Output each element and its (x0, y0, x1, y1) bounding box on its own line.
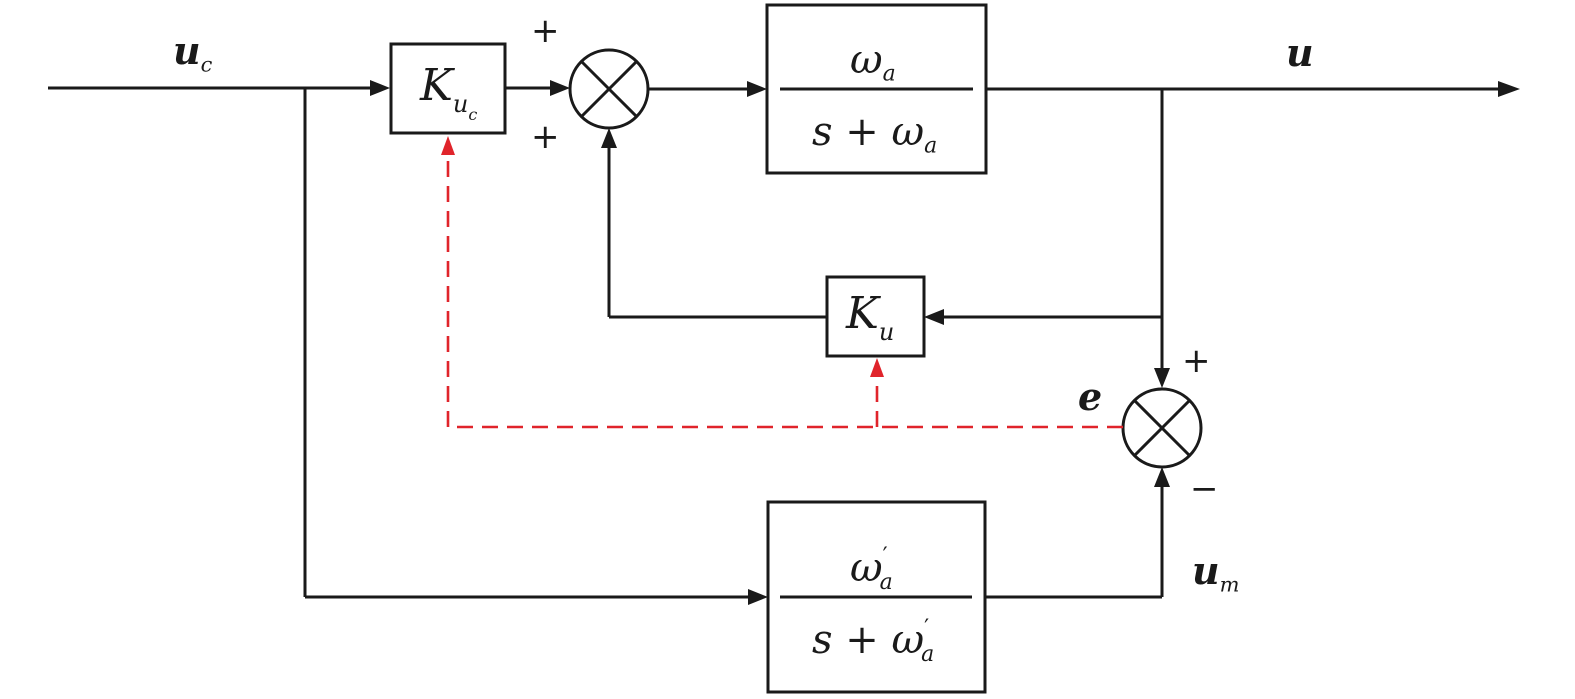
arrow-into-kuc (370, 80, 390, 96)
summing-junction-1 (568, 48, 650, 130)
arrow-into-sum2-bottom (1154, 467, 1170, 487)
sum2-bottom-sign: − (1190, 469, 1219, 509)
sum1-top-sign: + (531, 11, 560, 51)
arrow-into-plant (747, 81, 767, 97)
arrow-into-model (748, 589, 768, 605)
input-signal-label: uc (173, 28, 213, 77)
plant-denominator: s + ωa (812, 109, 938, 159)
summing-junction-2 (1121, 387, 1203, 469)
arrow-into-ku (924, 309, 944, 325)
arrow-adapt-kuc (441, 136, 455, 155)
feedback-gain-label: Ku (846, 288, 895, 346)
model-output-label: um (1192, 548, 1240, 597)
arrow-into-sum2-top (1154, 368, 1170, 388)
error-signal-label: e (1078, 374, 1103, 419)
feedforward-gain-label: Kuc (420, 60, 478, 124)
arrow-into-sum1 (550, 80, 570, 96)
feedback-gain-block (825, 275, 926, 358)
feedforward-gain-block (389, 42, 507, 135)
arrow-output (1498, 81, 1520, 97)
model-numerator: ω′a (850, 544, 893, 595)
sum2-top-sign: + (1182, 341, 1211, 381)
plant-numerator: ωa (850, 37, 896, 87)
arrow-into-sum1-bottom (601, 128, 617, 148)
output-signal-label: u (1286, 30, 1314, 75)
model-denominator: s + ω′a (812, 616, 935, 667)
sum1-bottom-sign: + (531, 117, 560, 157)
arrow-adapt-ku (870, 358, 884, 377)
